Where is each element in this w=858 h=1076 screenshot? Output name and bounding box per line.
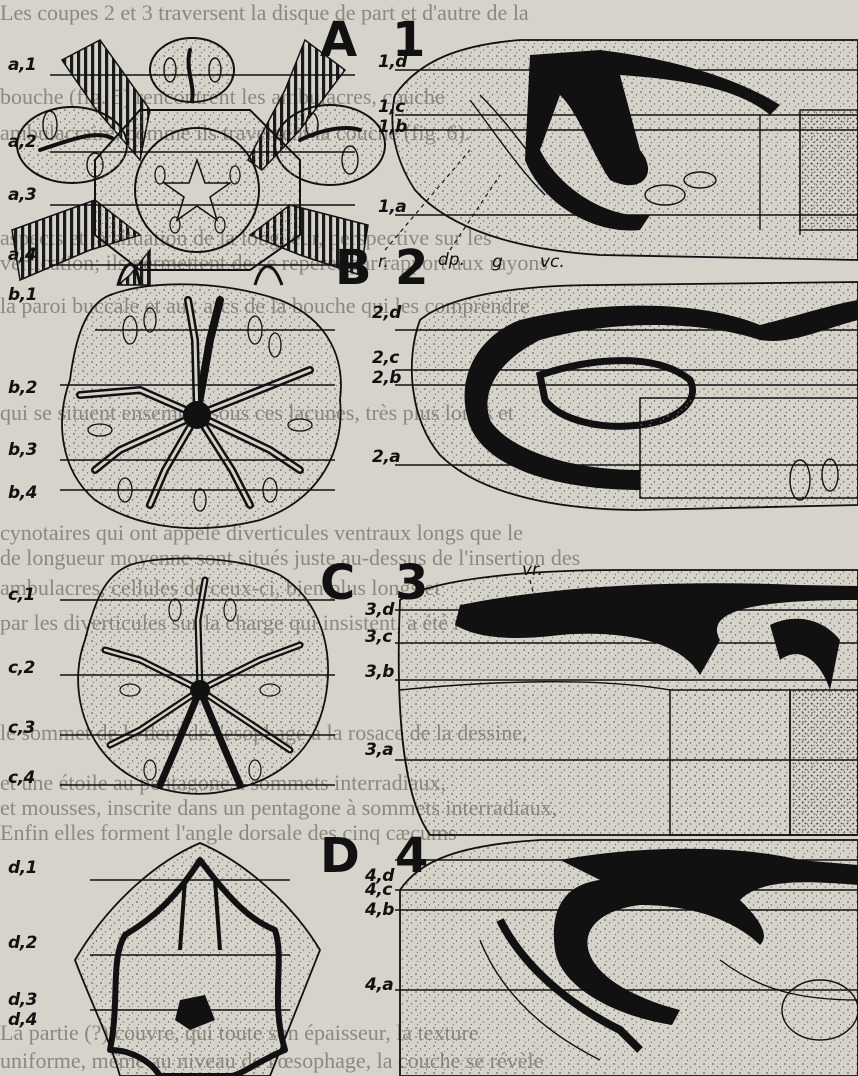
annotation-vc: vc. (540, 252, 565, 272)
label-2b: 2,b (372, 368, 401, 388)
label-2d: 2,d (372, 303, 401, 323)
annotation-dp: dp. (438, 250, 465, 270)
label-a1: a,1 (8, 55, 36, 75)
figure-d-cross-section (75, 843, 320, 1076)
label-section-4: 4 (395, 828, 428, 884)
label-a3: a,3 (8, 185, 36, 205)
label-c2: c,2 (8, 658, 35, 678)
label-section-b: B (335, 240, 372, 296)
label-b2: b,2 (8, 378, 37, 398)
figure-2-longitudinal-section (412, 282, 858, 510)
label-section-3: 3 (395, 555, 428, 611)
figure-1-longitudinal-section (392, 40, 858, 260)
annotation-g: g (492, 252, 503, 272)
label-c1: c,1 (8, 585, 35, 605)
label-1c: 1,c (378, 97, 405, 117)
figure-b-cross-section (62, 284, 341, 528)
label-b4: b,4 (8, 483, 37, 503)
label-2a: 2,a (372, 447, 400, 467)
label-section-c: C (320, 555, 355, 611)
label-b1: b,1 (8, 285, 37, 305)
annotation-r: r. (378, 252, 389, 272)
label-c4: c,4 (8, 768, 35, 788)
label-1d: 1,d (378, 52, 407, 72)
label-1b: 1,b (378, 117, 407, 137)
label-3d: 3,d (365, 600, 394, 620)
label-d3: d,3 (8, 990, 37, 1010)
label-b3: b,3 (8, 440, 37, 460)
label-section-2: 2 (395, 240, 428, 296)
figure-4-longitudinal-section (400, 840, 858, 1076)
label-3b: 3,b (365, 662, 394, 682)
label-3a: 3,a (365, 740, 393, 760)
figure-c-cross-section (78, 558, 328, 793)
label-section-d: D (320, 828, 360, 884)
label-4b: 4,b (365, 900, 394, 920)
annotation-vr: vr. (522, 560, 543, 580)
label-c3: c,3 (8, 718, 35, 738)
label-a2: a,2 (8, 132, 36, 152)
label-section-a: A (320, 12, 357, 68)
label-a4: a,4 (8, 245, 36, 265)
label-3c: 3,c (365, 627, 392, 647)
label-d2: d,2 (8, 933, 37, 953)
label-4c: 4,c (365, 880, 392, 900)
label-1a: 1,a (378, 197, 406, 217)
label-d4: d,4 (8, 1010, 37, 1030)
label-4a: 4,a (365, 975, 393, 995)
label-2c: 2,c (372, 348, 399, 368)
label-d1: d,1 (8, 858, 37, 878)
